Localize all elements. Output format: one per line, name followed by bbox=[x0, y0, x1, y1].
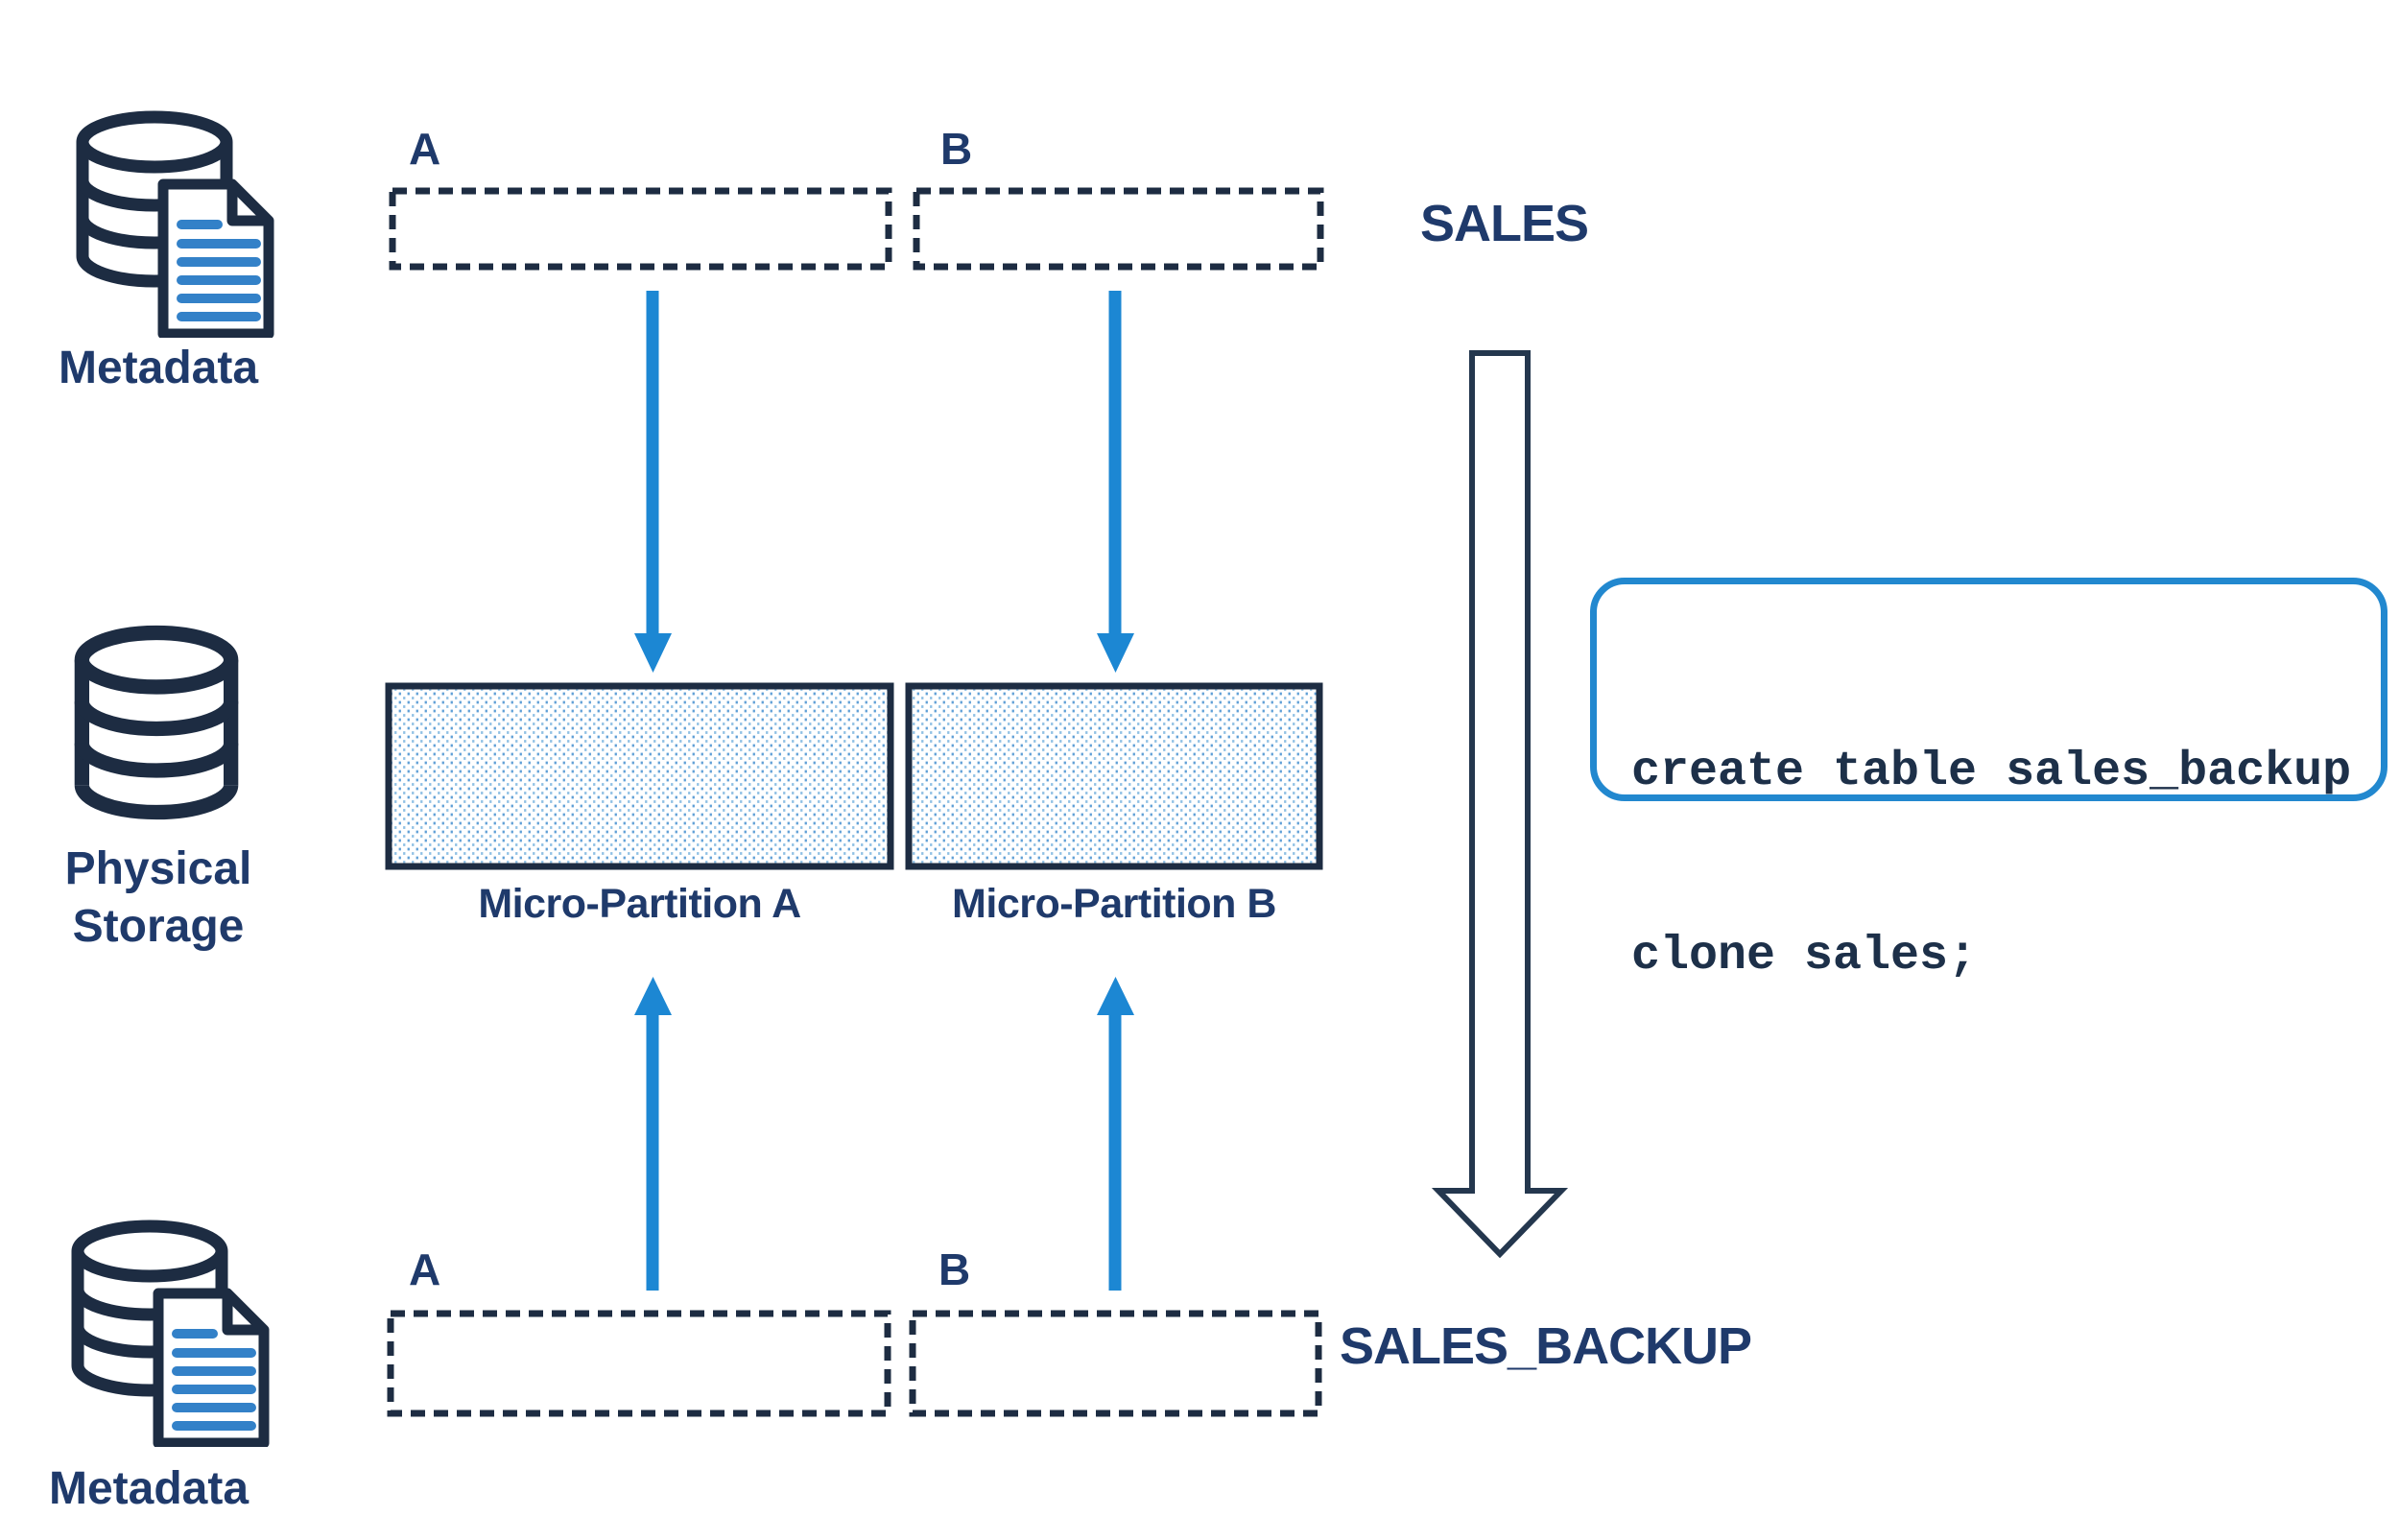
micro-partition-a-box bbox=[385, 682, 894, 870]
micro-partition-b-label: Micro-Partition B bbox=[952, 881, 1276, 927]
backup-partition-a-metadata-box bbox=[387, 1310, 891, 1417]
physical-storage-label-line1: Physical bbox=[64, 843, 252, 894]
arrow-up-partition-b bbox=[1097, 977, 1134, 1291]
micro-partition-a-label: Micro-Partition A bbox=[478, 881, 801, 927]
sales-partition-a-metadata-box bbox=[389, 187, 892, 271]
backup-partition-b-label: B bbox=[938, 1244, 971, 1294]
document-icon bbox=[153, 1288, 270, 1447]
metadata-top-label: Metadata bbox=[58, 343, 259, 393]
backup-partition-b-metadata-box bbox=[909, 1310, 1322, 1417]
clone-sql-code: create table sales_backup clone sales; bbox=[1631, 619, 2351, 1110]
sales-partition-b-metadata-box bbox=[913, 187, 1324, 271]
database-document-icon bbox=[76, 110, 274, 338]
database-icon bbox=[74, 625, 239, 820]
sales-partition-a-label: A bbox=[409, 124, 441, 174]
sales-partition-b-label: B bbox=[940, 124, 973, 174]
physical-storage-label-line2: Storage bbox=[72, 901, 245, 952]
metadata-bottom-label: Metadata bbox=[48, 1463, 249, 1514]
physical-storage-label: Physical Storage bbox=[38, 841, 278, 956]
sales-backup-table-name: SALES_BACKUP bbox=[1340, 1317, 1752, 1375]
document-icon bbox=[157, 178, 274, 338]
sales-table-name: SALES bbox=[1420, 195, 1589, 252]
micro-partition-b-box bbox=[905, 682, 1323, 870]
arrow-down-partition-b bbox=[1097, 291, 1134, 673]
clone-sql-code-box: create table sales_backup clone sales; bbox=[1590, 578, 2387, 983]
clone-sql-line-1: create table sales_backup bbox=[1631, 745, 2352, 799]
clone-operation-arrow bbox=[1431, 350, 1569, 1259]
arrow-up-partition-a bbox=[634, 977, 672, 1291]
database-document-icon bbox=[71, 1220, 270, 1447]
arrow-down-partition-a bbox=[634, 291, 672, 673]
backup-partition-a-label: A bbox=[409, 1244, 441, 1294]
clone-sql-line-2: clone sales; bbox=[1631, 929, 1978, 983]
